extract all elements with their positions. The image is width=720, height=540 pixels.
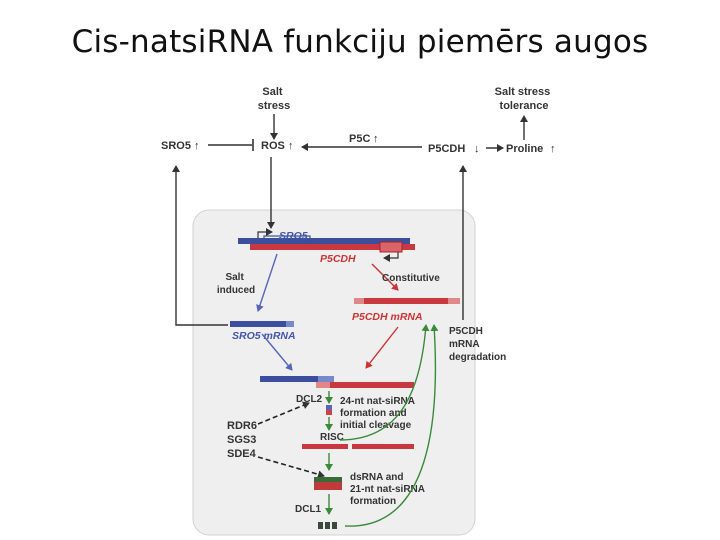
constitutive-label: Constitutive	[382, 273, 440, 284]
dsrna-top-strand	[314, 477, 342, 482]
slide-title: Cis-natsiRNA funkciju piemērs augos	[71, 24, 649, 60]
rdr6-to-dcl2-dashed-arrow	[257, 401, 310, 425]
salt-stress-label: Salt stress	[258, 86, 290, 112]
p5c-label: P5C	[349, 133, 370, 145]
cleaved-p5cdh-strand-right	[352, 444, 414, 449]
sro5-gene-label: SRO5	[279, 230, 308, 242]
mechanism-panel	[192, 209, 476, 536]
p5cdh-down-arrow: ↓	[474, 143, 480, 155]
24nt-natsirna-label: 24-nt nat-siRNA formation and initial cl…	[340, 396, 417, 431]
rdr6-to-dsrna-dashed-arrow	[257, 456, 325, 479]
duplex-sro5-strand	[260, 376, 334, 382]
sirna-24nt-red	[326, 410, 332, 415]
sro5-gene-strand	[238, 238, 410, 244]
proline-up-arrow: ↑	[550, 143, 556, 155]
constitutive-arrow	[371, 263, 399, 291]
p5cdh-gene-exon	[379, 241, 403, 253]
p5c-up-arrow: ↑	[373, 133, 379, 145]
cleaved-p5cdh-strand-left	[302, 444, 348, 449]
duplex-sro5-end	[318, 376, 334, 382]
p5cdh-gene-label: P5CDH	[320, 253, 356, 265]
dcl1-degradation-curve	[344, 324, 439, 527]
sro5-mrna-feedback-arrow	[172, 165, 228, 326]
p5cdh-mrna-end-right	[448, 298, 460, 304]
rdr6-sgs3-sde4-label: RDR6 SGS3 SDE4	[227, 420, 260, 460]
salt-induced-label: Salt induced	[217, 272, 255, 296]
p5cdh-promoter-arrow	[383, 252, 399, 262]
duplex-p5cdh-strand	[316, 382, 414, 388]
risc-degradation-curve	[339, 324, 430, 441]
proline-label: Proline	[506, 143, 543, 155]
sro5-mrna-end	[286, 321, 294, 327]
salt-stress-tolerance-label: Salt stress tolerance	[495, 86, 554, 112]
ros-label: ROS	[261, 140, 285, 152]
risc-label: RISC	[320, 432, 344, 443]
salt-induced-arrow	[256, 253, 278, 312]
p5cdh-mrna-label: P5CDH mRNA	[352, 311, 423, 323]
sro5-up-arrow: ↑	[194, 140, 200, 152]
sro5-promoter-arrow	[257, 228, 273, 238]
dcl2-label: DCL2	[296, 394, 323, 405]
dsrna-bottom-strand	[314, 482, 342, 490]
sirna-21nt-product-2	[325, 522, 330, 529]
sro5-label: SRO5	[161, 140, 191, 152]
p5cdh-label: P5CDH	[428, 143, 465, 155]
p5cdh-mrna-end-left	[354, 298, 364, 304]
p5cdh-gene-strand	[250, 244, 415, 250]
sirna-24nt-blue	[326, 405, 332, 410]
p5cdh-mrna-degradation-label: P5CDH mRNA degradation	[449, 326, 506, 363]
p5cdh-mrna-to-duplex-arrow	[365, 326, 399, 369]
ros-up-arrow: ↑	[288, 140, 294, 152]
duplex-p5cdh-end	[316, 382, 330, 388]
p5cdh-mrna-strand	[354, 298, 460, 304]
sirna-21nt-product-1	[318, 522, 323, 529]
dsrna-21nt-label: dsRNA and 21-nt nat-siRNA formation	[350, 472, 427, 507]
sro5-mrna-to-duplex-arrow	[261, 333, 293, 371]
sirna-21nt-product-3	[332, 522, 337, 529]
sro5-mrna-strand	[230, 321, 294, 327]
dcl1-label: DCL1	[295, 504, 322, 515]
